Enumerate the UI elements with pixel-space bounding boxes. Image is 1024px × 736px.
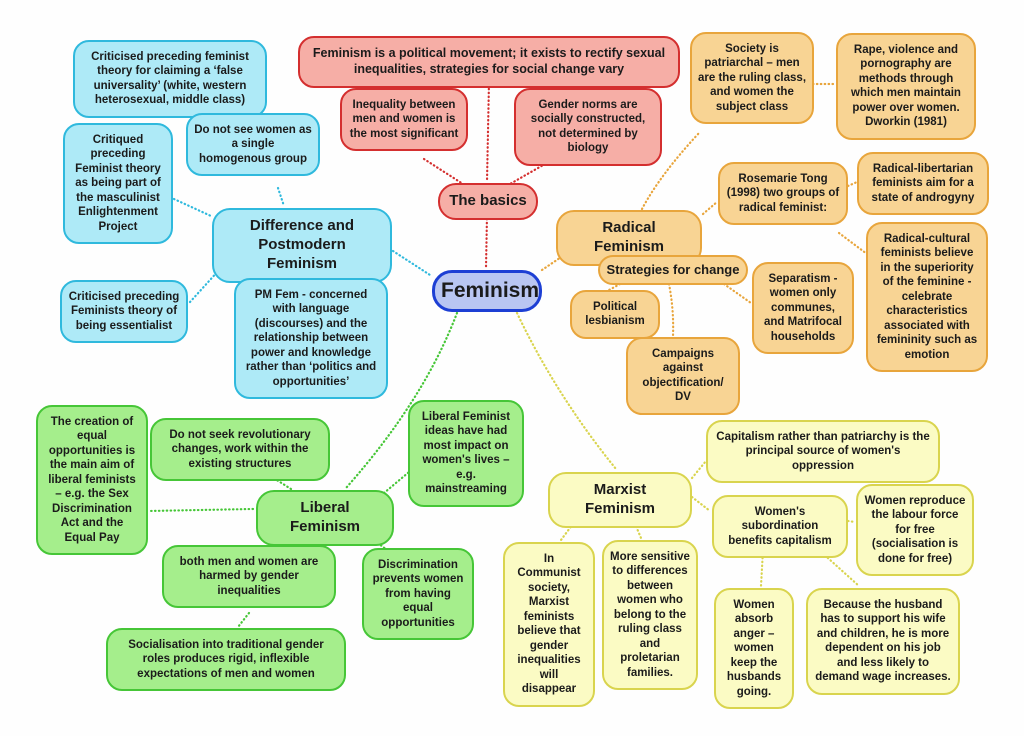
- node-lib-both-harmed: both men and women are harmed by gender …: [162, 545, 336, 609]
- node-marx-communist: In Communist society, Marxist feminists …: [503, 542, 595, 707]
- node-lib-impact: Liberal Feminist ideas have had most imp…: [408, 400, 524, 507]
- node-pm-label: Difference and Postmodern Feminism: [212, 208, 392, 283]
- node-pm-not-single-group: Do not see women as a single homogenous …: [186, 113, 320, 177]
- node-feminism-center: Feminism: [432, 270, 542, 313]
- node-pm-essentialist: Criticised preceding Feminists theory of…: [60, 280, 188, 344]
- node-pm-enlightenment: Critiqued preceding Feminist theory as b…: [63, 123, 173, 245]
- node-basics-main: Feminism is a political movement; it exi…: [298, 36, 680, 88]
- node-rad-strategies: Strategies for change: [598, 255, 748, 286]
- node-rad-rape-violence: Rape, violence and pornography are metho…: [836, 33, 976, 140]
- node-rad-cultural: Radical-cultural feminists believe in th…: [866, 222, 988, 373]
- node-rad-libertarian: Radical-libertarian feminists aim for a …: [857, 152, 989, 216]
- node-marx-label: Marxist Feminism: [548, 472, 692, 528]
- node-marx-reproduce-labour: Women reproduce the labour force for fre…: [856, 484, 974, 577]
- node-lib-label: Liberal Feminism: [256, 490, 394, 546]
- node-marx-subordination: Women's subordination benefits capitalis…: [712, 495, 848, 559]
- node-marx-husband: Because the husband has to support his w…: [806, 588, 960, 695]
- node-marx-absorb-anger: Women absorb anger – women keep the husb…: [714, 588, 794, 710]
- node-pm-language: PM Fem - concerned with language (discou…: [234, 278, 388, 400]
- node-rad-patriarchal: Society is patriarchal – men are the rul…: [690, 32, 814, 125]
- node-rad-campaigns: Campaigns against objectification/ DV: [626, 337, 740, 415]
- node-pm-false-universality: Criticised preceding feminist theory for…: [73, 40, 267, 118]
- node-rad-separatism: Separatism - women only communes, and Ma…: [752, 262, 854, 355]
- node-basics-inequality: Inequality between men and women is the …: [340, 88, 468, 152]
- node-rad-tong: Rosemarie Tong (1998) two groups of radi…: [718, 162, 848, 226]
- node-basics-gender-norms: Gender norms are socially constructed, n…: [514, 88, 662, 166]
- node-marx-capitalism: Capitalism rather than patriarchy is the…: [706, 420, 940, 484]
- node-marx-sensitive: More sensitive to differences between wo…: [602, 540, 698, 691]
- node-basics-label: The basics: [438, 183, 538, 220]
- node-rad-political-lesbianism: Political lesbianism: [570, 290, 660, 339]
- node-lib-socialisation: Socialisation into traditional gender ro…: [106, 628, 346, 692]
- node-lib-discrimination: Discrimination prevents women from havin…: [362, 548, 474, 641]
- node-lib-equal-opportunities: The creation of equal opportunities is t…: [36, 405, 148, 556]
- node-lib-no-revolution: Do not seek revolutionary changes, work …: [150, 418, 330, 482]
